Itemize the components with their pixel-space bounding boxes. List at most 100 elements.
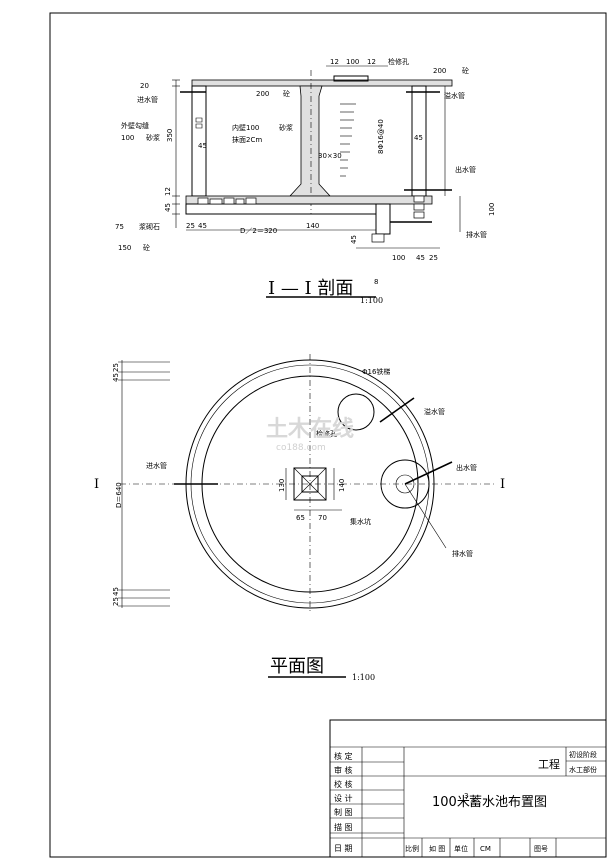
plan-drain-label: 排水管 (452, 549, 473, 558)
tb-row-1: 核 定 (334, 751, 353, 761)
outlet-pipe-label: 出水管 (455, 165, 476, 174)
tb-drawing-title: 100米 (432, 795, 470, 810)
tb-row-4: 设 计 (334, 793, 353, 803)
left-wall-brick-hatch (195, 117, 203, 129)
tb-field-drawing-no: 图号 (534, 845, 548, 853)
tb-row-6: 描 图 (334, 822, 353, 832)
plan-dim-140: 140 (338, 479, 346, 492)
dim-25: 25 (186, 222, 195, 230)
stone-label-1: 75 (115, 223, 124, 231)
plan-scale: 1:100 (352, 673, 375, 682)
plan-ladder-label: Φ16铁梯 (362, 367, 390, 376)
plan-view: 25 45 Φ16铁梯 溢水管 检修孔 进水管 出水管 D＝640 130 14… (94, 354, 505, 682)
tb-field-as-drawn: 如 图 (429, 844, 445, 853)
masonry-stones (197, 197, 257, 205)
tb-field-cm: CM (480, 845, 491, 853)
half-diameter: D／2＝320 (240, 227, 277, 235)
dim-140-section: 140 (306, 222, 319, 230)
inner-wall-label-1: 内壁100 (232, 123, 259, 132)
outer-wall-label-3: 砂浆 (146, 133, 160, 142)
plan-dim-130: 130 (278, 479, 286, 492)
sump-pit (375, 203, 391, 235)
concrete-suffix-150: 砼 (143, 243, 150, 252)
dim-45-foot: 45 (198, 222, 207, 230)
tb-dept: 水工部份 (569, 765, 597, 774)
plan-diameter-label: D＝640 (115, 482, 123, 508)
tb-row-2: 审 核 (334, 765, 353, 775)
tb-stage: 初设阶段 (569, 750, 597, 759)
rebar-label: 8Φ16@40 (377, 119, 385, 154)
dim-45-right: 45 (414, 134, 423, 142)
stone-label-2: 浆砌石 (139, 222, 160, 231)
plan-dim-65: 65 (296, 514, 305, 522)
plan-drain-pipe (404, 483, 447, 549)
tb-project: 工程 (538, 758, 560, 771)
concrete-200-top: 200 (433, 67, 446, 75)
inner-wall-label-2: 砂浆 (279, 123, 293, 132)
tb-drawing-title-rest: 蓄水池布置图 (469, 795, 547, 810)
section-mark-right: I (500, 477, 505, 492)
dim-25-bottom: 25 (429, 254, 438, 262)
inlet-pipe-label: 进水管 (137, 95, 158, 104)
concrete-suffix-mid: 砼 (283, 89, 290, 98)
dim-45-left: 45 (198, 142, 207, 150)
floor-slab (185, 195, 433, 205)
dim-20: 20 (140, 82, 149, 90)
manhole-label: 检修孔 (388, 57, 409, 66)
dim-12-b: 12 (367, 58, 376, 66)
plan-overflow-pipe (379, 397, 415, 423)
plan-outlet-pipe (404, 461, 453, 485)
plan-dim-45-bottom: 45 (112, 587, 120, 596)
plan-manhole-label: 检修孔 (316, 429, 337, 438)
roof-slab (191, 79, 453, 87)
plan-dim-25-bottom: 25 (112, 597, 120, 606)
outer-wall-label-1: 外壁勾缝 (121, 121, 149, 130)
title-block-frame (329, 719, 607, 858)
concrete-150: 150 (118, 244, 131, 252)
foundation-concrete (185, 203, 377, 215)
plan-sump-label: 集水坑 (350, 517, 371, 526)
concrete-suffix-top: 砼 (462, 66, 469, 75)
dim-100-right: 100 (488, 203, 496, 216)
dim-100-bottom: 100 (392, 254, 405, 262)
plan-outlet-label: 出水管 (456, 463, 477, 472)
tb-row-5: 制 图 (334, 807, 353, 817)
tb-field-unit: 单位 (454, 844, 468, 853)
section-scale: 1:100 (360, 296, 383, 305)
rebar-ladder (340, 103, 356, 177)
outer-wall-label-2: 100 (121, 134, 134, 142)
tb-date-label: 日 期 (334, 844, 353, 853)
section-dimensions (172, 65, 461, 249)
dim-12-a: 12 (330, 58, 339, 66)
tb-field-scale: 比例 (405, 844, 419, 853)
dim-30x30: 30×30 (318, 152, 342, 160)
central-column (289, 85, 331, 197)
sheet-border (49, 12, 607, 858)
plan-dimensions (118, 360, 342, 608)
plan-overflow-label: 溢水管 (424, 407, 445, 416)
section-title: I — I 剖面 (268, 278, 353, 299)
dim-100-top: 100 (346, 58, 359, 66)
sump-stones (371, 233, 385, 243)
dim-45-bottom: 45 (416, 254, 425, 262)
manhole-circle (337, 393, 375, 431)
plan-dim-45-top: 45 (112, 373, 120, 382)
plan-dim-25-top: 25 (112, 363, 120, 372)
section-title-sup: 8 (374, 278, 378, 286)
concrete-200-mid: 200 (256, 90, 269, 98)
plan-dim-70: 70 (318, 514, 327, 522)
plan-title: 平面图 (270, 656, 324, 677)
section-mark-left: I (94, 477, 99, 492)
drain-pipe-label: 排水管 (466, 230, 487, 239)
section-view: 12 100 12 检修孔 200 砼 20 进水管 200 砼 溢水管 350… (115, 57, 496, 305)
left-wall (191, 85, 207, 197)
manhole-opening (333, 75, 369, 82)
watermark-text: 土木在线 (266, 416, 354, 442)
dim-45-base: 45 (164, 203, 172, 212)
dim-12-left: 12 (164, 187, 172, 196)
overflow-pipe-label: 溢水管 (444, 91, 465, 100)
tb-drawing-title-sup: 3 (464, 792, 468, 800)
title-block: 核 定 审 核 校 核 设 计 制 图 描 图 日 期 工程 初设阶段 水工部份… (329, 719, 607, 858)
tb-row-3: 校 核 (334, 779, 353, 789)
